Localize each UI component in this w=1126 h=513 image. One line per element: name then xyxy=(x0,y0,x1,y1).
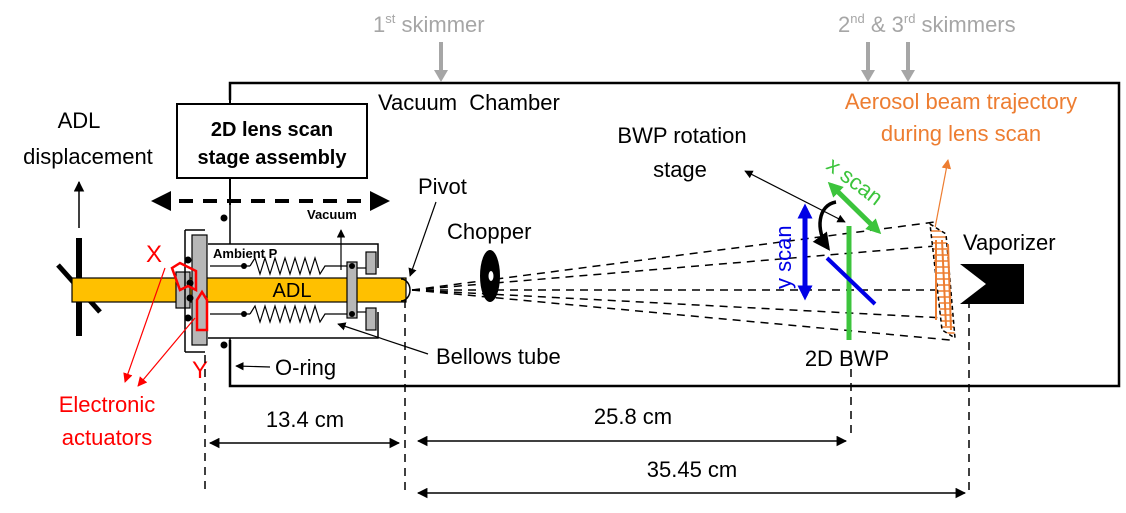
oring-label: O-ring xyxy=(275,355,336,380)
bellows-bottom xyxy=(249,303,350,325)
bellows-housing-bottom xyxy=(208,312,379,339)
oring-pointer xyxy=(235,362,271,371)
actuator-pointer-2 xyxy=(137,317,196,387)
bwp-rotation-label-2: stage xyxy=(653,157,707,182)
rotation-arc-arrow xyxy=(812,200,837,251)
vacuum-small-label: Vacuum xyxy=(307,207,357,222)
lens-stage-label: 2D lens scan xyxy=(211,119,333,141)
y-scan-label: y scan xyxy=(771,225,796,289)
vaporizer-label: Vaporizer xyxy=(963,230,1056,255)
aerosol-trajectory-label-2: during lens scan xyxy=(881,121,1041,146)
skimmers23-label: 2nd & 3rd skimmers xyxy=(838,11,1016,37)
lens-stage-label-2: stage assembly xyxy=(198,147,348,169)
dim-label-35-45: 35.45 cm xyxy=(647,457,738,482)
adl-displacement-label-2: displacement xyxy=(23,144,153,169)
bellows-housing-top xyxy=(208,243,379,268)
adl-displacement-label: ADL xyxy=(58,108,101,133)
right-flange xyxy=(346,261,358,319)
bwp-blue-wire xyxy=(825,256,877,306)
aerosol-trajectory-label: Aerosol beam trajectory xyxy=(845,89,1077,114)
pivot-pointer xyxy=(408,201,437,277)
ambient-p-label: Ambient P xyxy=(213,246,278,261)
bwp-2d-label: 2D BWP xyxy=(805,346,889,371)
vacuum-chamber-label: Vacuum Chamber xyxy=(378,90,560,115)
adl-label: ADL xyxy=(273,280,312,302)
pivot-ring xyxy=(400,278,411,302)
bwp-rotation-pointer xyxy=(744,170,846,223)
dim-label-13-4: 13.4 cm xyxy=(266,407,344,432)
lens-stage-box xyxy=(176,103,368,179)
skimmer1-label: 1st skimmer xyxy=(373,11,485,37)
bellows-top xyxy=(249,255,350,277)
pivot-label: Pivot xyxy=(418,174,467,199)
y-actuator-label: Y xyxy=(192,357,208,384)
x-scan-arrow xyxy=(827,181,882,235)
x-actuator-label: X xyxy=(146,241,162,268)
vaporizer-body xyxy=(960,264,1024,304)
bellows-tube-label: Bellows tube xyxy=(436,344,561,369)
electronic-actuators-label-2: actuators xyxy=(62,425,153,450)
dim-label-25-8: 25.8 cm xyxy=(594,404,672,429)
vacuum-chamber-outline xyxy=(228,81,1121,388)
electronic-actuators-label: Electronic xyxy=(59,392,156,417)
bellows-pointer xyxy=(337,322,429,355)
actuator-pointer-1 xyxy=(123,267,166,383)
x-actuator xyxy=(170,261,198,293)
y-actuator xyxy=(195,289,209,332)
aerosol-pointer-arrow xyxy=(934,159,952,229)
dimension-guides xyxy=(204,300,970,492)
chopper-label: Chopper xyxy=(447,219,531,244)
left-clamp xyxy=(175,271,191,309)
vaporizer-hatch xyxy=(935,239,952,331)
bwp-rotation-label: BWP rotation xyxy=(617,123,746,148)
